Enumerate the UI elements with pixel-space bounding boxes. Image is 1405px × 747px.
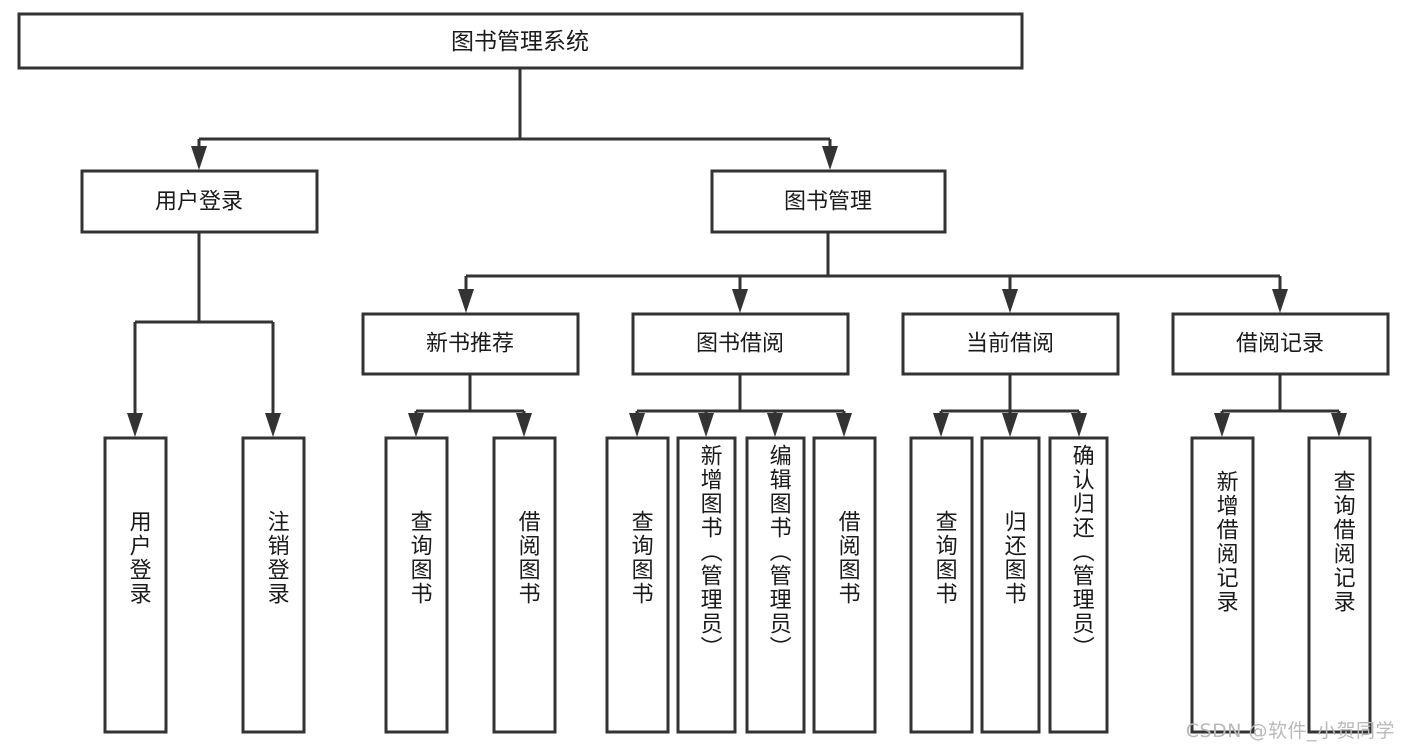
arrow-head-current-borrow [1002,289,1018,313]
connector-group-borrow-record [1214,374,1347,437]
arrow-head-leaf-borrow-query-book [629,413,645,437]
node-leaf-user-logout-box[interactable] [241,436,306,734]
node-root[interactable]: 图书管理系统 [17,12,1024,70]
arrow-head-leaf-user-logout [265,413,281,437]
node-new-book-rec[interactable]: 新书推荐 [361,312,580,376]
arrow-head-leaf-cur-confirm-return [1071,413,1087,437]
connector-group-book-borrow [629,374,852,437]
node-leaf-cur-confirm-return-box[interactable] [1048,436,1109,734]
node-leaf-borrow-borrow-book-box[interactable] [812,436,877,734]
node-leaf-cur-query-book-box[interactable] [909,436,974,734]
node-leaf-rec-query-book-box[interactable] [384,436,449,734]
arrow-head-leaf-rec-borrow-book [516,413,532,437]
node-user-login-box[interactable] [80,169,319,234]
node-book-manage-label: 图书管理 [784,190,872,215]
node-leaf-rec-query-record-box[interactable] [1307,436,1372,734]
node-book-borrow-label: 图书借阅 [696,332,784,357]
node-book-borrow-box[interactable] [631,312,850,376]
connector-group-user-login [127,232,281,437]
arrow-head-leaf-user-login [127,413,143,437]
node-new-book-rec-label: 新书推荐 [426,332,514,357]
connector-group-current-borrow [933,374,1087,437]
arrow-head-leaf-cur-return-book [1002,413,1018,437]
node-borrow-record[interactable]: 借阅记录 [1171,312,1390,376]
connector-group-root [191,68,838,170]
arrow-head-leaf-rec-add-record [1214,413,1230,437]
node-current-borrow[interactable]: 当前借阅 [901,312,1120,376]
arrow-head-leaf-rec-query-record [1331,413,1347,437]
arrow-head-book-borrow [732,289,748,313]
arrow-head-leaf-borrow-add-book [698,413,714,437]
node-book-borrow[interactable]: 图书借阅 [631,312,850,376]
node-leaf-borrow-add-book-box[interactable] [676,436,737,734]
arrow-head-leaf-cur-query-book [933,413,949,437]
node-leaf-borrow-edit-book-box[interactable] [745,436,806,734]
arrow-head-leaf-rec-query-book [408,413,424,437]
node-book-manage-box[interactable] [710,169,947,234]
node-current-borrow-box[interactable] [901,312,1120,376]
node-user-login[interactable]: 用户登录 [80,169,319,234]
node-borrow-record-label: 借阅记录 [1236,332,1324,357]
node-current-borrow-label: 当前借阅 [966,332,1054,357]
arrow-head-new-book-rec [458,289,474,313]
node-leaf-borrow-query-book-box[interactable] [605,436,670,734]
node-new-book-rec-box[interactable] [361,312,580,376]
arrow-head-book-manage [822,146,838,170]
node-user-login-label: 用户登录 [155,190,243,215]
connector-group-new-book-rec [408,374,532,437]
node-borrow-record-box[interactable] [1171,312,1390,376]
node-book-manage[interactable]: 图书管理 [710,169,947,234]
node-root-label: 图书管理系统 [451,29,589,55]
node-root-box[interactable] [17,12,1024,70]
arrow-head-user-login [191,146,207,170]
csdn-watermark: CSDN @软件_小贺同学 [1185,720,1395,742]
connector-group-book-manage [458,232,1288,313]
arrow-head-leaf-borrow-borrow-book [836,413,852,437]
node-leaf-rec-add-record-box[interactable] [1190,436,1255,734]
node-leaf-cur-return-book-box[interactable] [980,436,1041,734]
node-leaf-rec-borrow-book-box[interactable] [492,436,557,734]
arrow-head-borrow-record [1272,289,1288,313]
node-leaf-user-login-box[interactable] [103,436,168,734]
arrow-head-leaf-borrow-edit-book [767,413,783,437]
